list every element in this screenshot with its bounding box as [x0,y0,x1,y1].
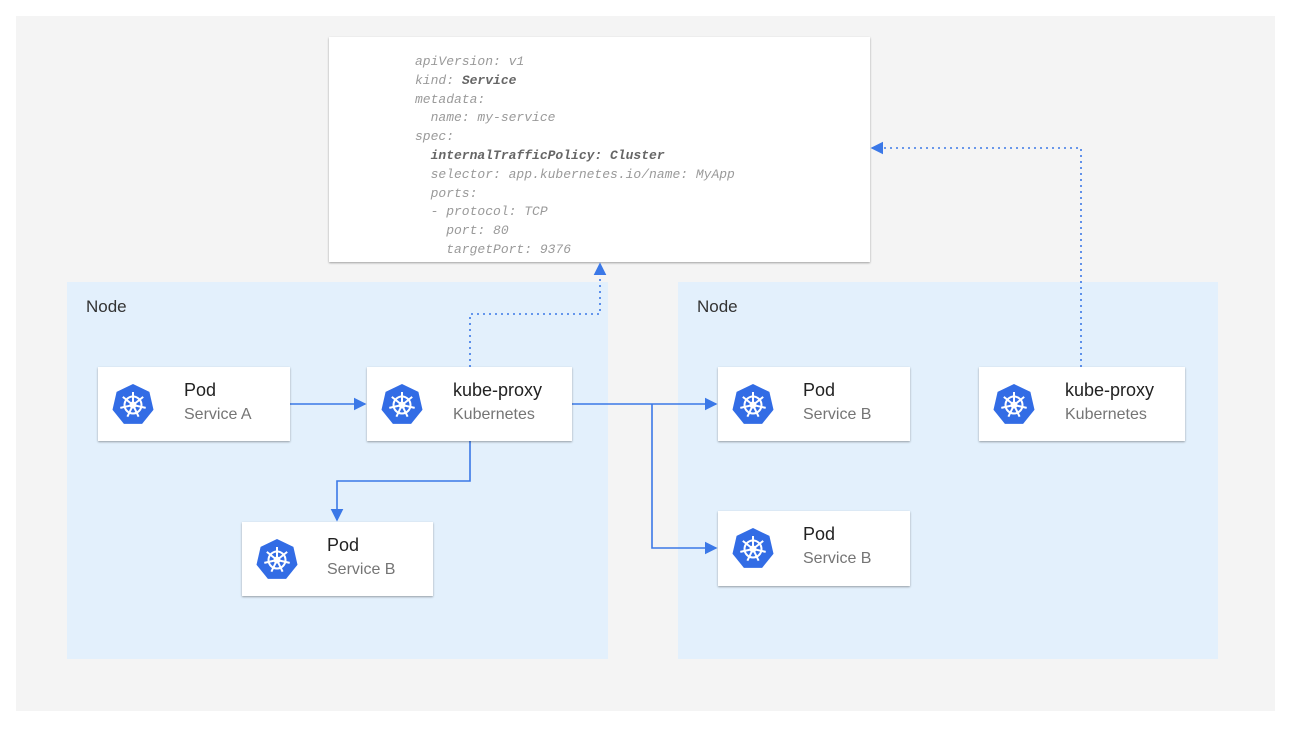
pod-service-b-card-right-2: PodService B [718,511,910,586]
card-title: Pod [327,535,359,556]
card-subtitle: Service B [803,550,871,568]
pod-service-b-card-left: PodService B [242,522,433,596]
card-subtitle: Service A [184,406,252,424]
card-title: Pod [803,524,835,545]
card-subtitle: Kubernetes [453,406,535,424]
kube-proxy-card-left: kube-proxyKubernetes [367,367,572,441]
card-title: kube-proxy [1065,380,1154,401]
dotted-proxy1-to-service [470,264,600,367]
pod-service-a-card: PodService A [98,367,290,441]
card-subtitle: Service B [803,406,871,424]
card-subtitle: Service B [327,561,395,579]
card-title: Pod [803,380,835,401]
arrow-proxy-to-podb-right2 [652,404,716,548]
dotted-proxy2-to-service [872,148,1081,367]
card-subtitle: Kubernetes [1065,406,1147,424]
kube-proxy-card-right: kube-proxyKubernetes [979,367,1185,441]
pod-service-b-card-right-1: PodService B [718,367,910,441]
card-title: kube-proxy [453,380,542,401]
arrow-proxy-to-podb-left [337,441,470,520]
card-title: Pod [184,380,216,401]
